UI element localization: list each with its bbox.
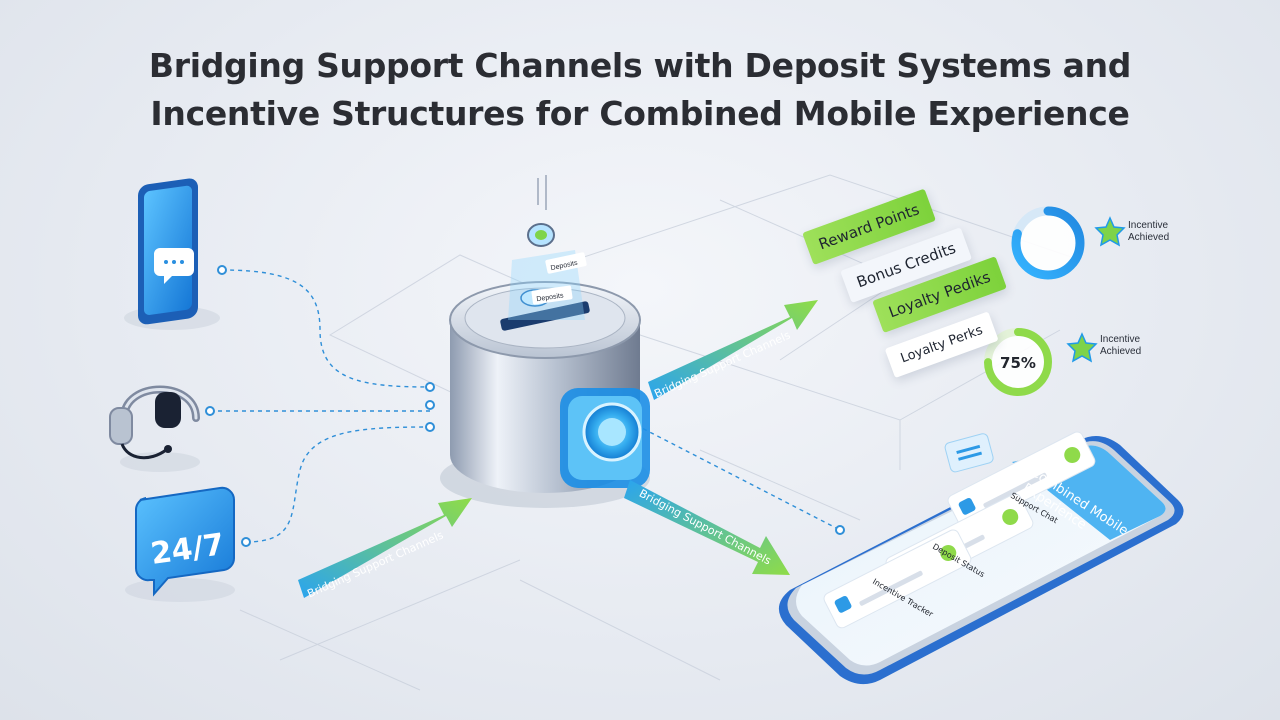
ring-1-label-line-2: Achieved: [1128, 232, 1170, 243]
incentive-ring-2: [984, 328, 1052, 396]
coin-tag-2-label: Deposits: [536, 292, 564, 303]
ring-1-label-line-1: Incentive: [1128, 220, 1169, 231]
headset-icon: [109, 385, 200, 472]
title-line-2: Incentive Structures for Combined Mobile…: [150, 94, 1130, 133]
connector-nodes: [205, 265, 845, 547]
ring-1-label: Incentive Achieved: [1128, 220, 1169, 244]
support-247-icon: [125, 486, 236, 602]
star-icon: [1066, 332, 1098, 363]
deposit-vault: [440, 175, 650, 508]
star-icon: [1094, 216, 1126, 247]
page-title: Bridging Support Channels with Deposit S…: [0, 42, 1280, 138]
arrow-lower-right: [624, 480, 790, 575]
ring-2-label-line-2: Achieved: [1100, 346, 1142, 357]
chat-phone-icon: [124, 178, 220, 330]
ring-2-value: 75%: [1000, 354, 1036, 372]
ring-2-label-line-1: Incentive: [1100, 334, 1141, 345]
ring-2-label: Incentive Achieved: [1100, 334, 1141, 358]
arrow-upper: [648, 300, 818, 400]
coin-tag-2: Deposits: [531, 285, 573, 305]
dashed-connectors: [210, 269, 841, 543]
arrow-lower-left: [298, 498, 472, 598]
mobile-app-phone: [778, 431, 1184, 685]
incentive-ring-1: [1011, 206, 1085, 280]
title-line-1: Bridging Support Channels with Deposit S…: [148, 46, 1132, 85]
